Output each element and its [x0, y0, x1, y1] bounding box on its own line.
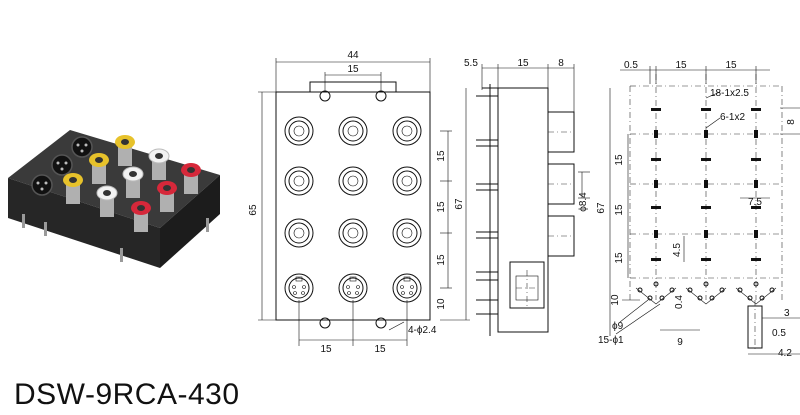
side-view: 5.5 15 8 ϕ8.4 67	[464, 58, 611, 336]
dim-slot-b: 6-1x2	[720, 112, 745, 123]
front-rca-grid	[284, 116, 422, 248]
dim-pcb-col-pitch-1: 15	[675, 60, 687, 71]
front-view: 44 15 65 67 15 15 15 10 4-ϕ2.4 15 15	[248, 50, 470, 355]
svideo-port	[51, 154, 73, 176]
dim-side-height: 67	[596, 202, 607, 214]
dim-hole-small: 15-ϕ1	[598, 335, 624, 346]
rca-jack-white	[122, 166, 144, 198]
svideo-port	[31, 174, 53, 196]
dim-col-pitch-1: 15	[320, 344, 332, 355]
dim-top-offset: 8	[786, 119, 797, 125]
dim-row-pitch-1: 15	[436, 150, 447, 162]
dim-right-a: 3	[784, 308, 790, 319]
pcb-svideo-pins	[635, 281, 777, 305]
dim-right-c: 4.2	[778, 348, 792, 359]
dim-slot-a: 18-1x2.5	[710, 88, 749, 99]
pcb-slots	[651, 108, 761, 261]
dim-front-gap: 5.5	[464, 58, 478, 69]
dim-row-pitch-2: 15	[436, 201, 447, 213]
dim-pcb-row-pitch-2: 15	[614, 204, 625, 216]
model-name: DSW-9RCA-430	[14, 378, 240, 411]
rca-jack-yellow	[63, 173, 83, 204]
dim-pcb-bottom-offset: 10	[610, 294, 621, 306]
product-photo	[8, 130, 220, 268]
front-svideo-row	[284, 273, 422, 303]
dim-pcb-col-pitch-2: 15	[725, 60, 737, 71]
dim-pcb-offset: 0.5	[624, 60, 638, 71]
dim-pin-gap: 4.5	[672, 243, 683, 257]
dim-pin-offset: 0.4	[674, 295, 685, 309]
side-body	[497, 87, 549, 333]
dim-hole-pitch: 9	[677, 337, 683, 348]
rca-jack-white	[148, 148, 170, 180]
dim-mount-holes: 4-ϕ2.4	[408, 325, 437, 336]
rca-jack-white	[96, 185, 118, 217]
pcb-footprint-view: 0.5 15 15 18-1x2.5 6-1x2 8 15 15 15 7.5 …	[598, 60, 800, 359]
svideo-port	[71, 136, 93, 158]
rca-jack-red	[131, 201, 151, 232]
rca-jack-yellow	[89, 153, 109, 184]
dim-right-b: 0.5	[772, 328, 786, 339]
dim-overall-width: 44	[347, 50, 359, 61]
dim-hole-big: ϕ9	[612, 321, 624, 332]
rca-jack-red	[181, 163, 201, 194]
rca-jack-red	[157, 181, 177, 212]
dim-pcb-row-pitch-1: 15	[614, 154, 625, 166]
dim-col-pitch-2: 15	[374, 344, 386, 355]
dim-jack-depth: 8	[558, 58, 564, 69]
rca-jack-yellow	[115, 135, 135, 166]
dim-slot-gap: 7.5	[748, 197, 762, 208]
dim-top-hole-pitch: 15	[347, 64, 359, 75]
dim-row-pitch-3: 15	[436, 254, 447, 266]
dim-height: 65	[248, 204, 259, 216]
dim-pitch-inner: 67	[454, 198, 465, 210]
dim-jack-diameter: ϕ8.4	[578, 192, 589, 212]
dim-body-depth: 15	[517, 58, 529, 69]
dim-bottom-offset: 10	[436, 298, 447, 310]
dim-pcb-row-pitch-3: 15	[614, 252, 625, 264]
